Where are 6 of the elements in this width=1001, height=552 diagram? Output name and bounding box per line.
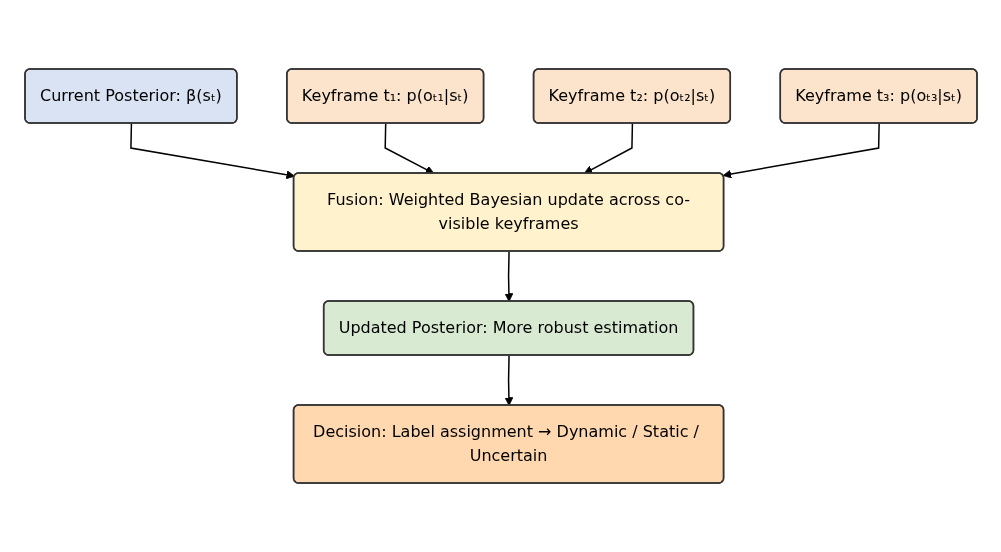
arrow	[383, 122, 434, 174]
arrow	[129, 122, 295, 180]
arrow	[722, 122, 880, 179]
arrow	[504, 354, 513, 406]
arrow	[504, 250, 513, 302]
arrow	[583, 122, 633, 174]
